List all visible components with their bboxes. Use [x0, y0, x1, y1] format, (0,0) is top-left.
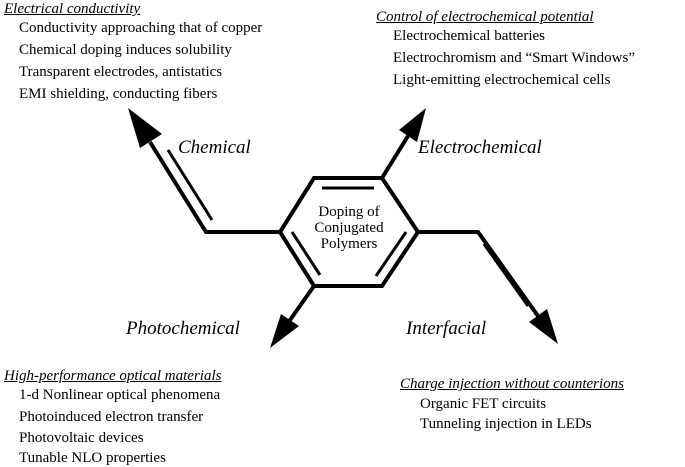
- list-item: Transparent electrodes, antistatics: [19, 64, 223, 80]
- list-item: Photoinduced electron transfer: [19, 409, 204, 425]
- list-item: EMI shielding, conducting fibers: [19, 86, 218, 102]
- chemical-chain: [148, 140, 280, 234]
- double-bond-left: [290, 231, 322, 276]
- chemical-double-bond: [166, 149, 214, 221]
- photochemical-arrowhead: [270, 314, 299, 348]
- branch-label-interfacial: Interfacial: [406, 318, 487, 339]
- branch-label-chemical: Chemical: [178, 137, 251, 158]
- interfacial-chain: [418, 230, 540, 318]
- photochemical-stem: [288, 284, 316, 322]
- list-item: Conductivity approaching that of copper: [19, 20, 263, 36]
- interfacial-double-bond: [482, 243, 530, 307]
- electrochemical-stem: [380, 134, 410, 180]
- center-label-line: Doping of: [318, 204, 380, 220]
- electrochemical-potential-heading: Control of electrochemical potential: [376, 9, 594, 25]
- interfacial-arrowhead: [529, 309, 558, 344]
- center-label: Doping of Conjugated Polymers: [294, 204, 404, 252]
- list-item: Electrochromism and “Smart Windows”: [393, 50, 635, 66]
- branch-label-electrochemical: Electrochemical: [418, 137, 542, 158]
- chemical-arrowhead: [128, 108, 162, 148]
- list-item: Chemical doping induces solubility: [19, 42, 232, 58]
- optical-materials-heading: High-performance optical materials: [4, 368, 222, 384]
- list-item: Electrochemical batteries: [393, 28, 545, 44]
- list-item: 1-d Nonlinear optical phenomena: [19, 387, 221, 403]
- electrochemical-arrowhead: [399, 108, 426, 142]
- list-item: Organic FET circuits: [420, 396, 547, 412]
- branch-label-photochemical: Photochemical: [126, 318, 240, 339]
- list-item: Photovoltaic devices: [19, 430, 144, 446]
- center-label-line: Polymers: [320, 236, 378, 252]
- list-item: Light-emitting electrochemical cells: [393, 72, 611, 88]
- charge-injection-heading: Charge injection without counterions: [400, 376, 625, 392]
- electrical-conductivity-heading: Electrical conductivity: [4, 1, 141, 17]
- list-item: Tunable NLO properties: [19, 450, 166, 466]
- center-label-line: Conjugated: [314, 220, 384, 236]
- list-item: Tunneling injection in LEDs: [420, 416, 592, 432]
- double-bond-right: [374, 231, 408, 277]
